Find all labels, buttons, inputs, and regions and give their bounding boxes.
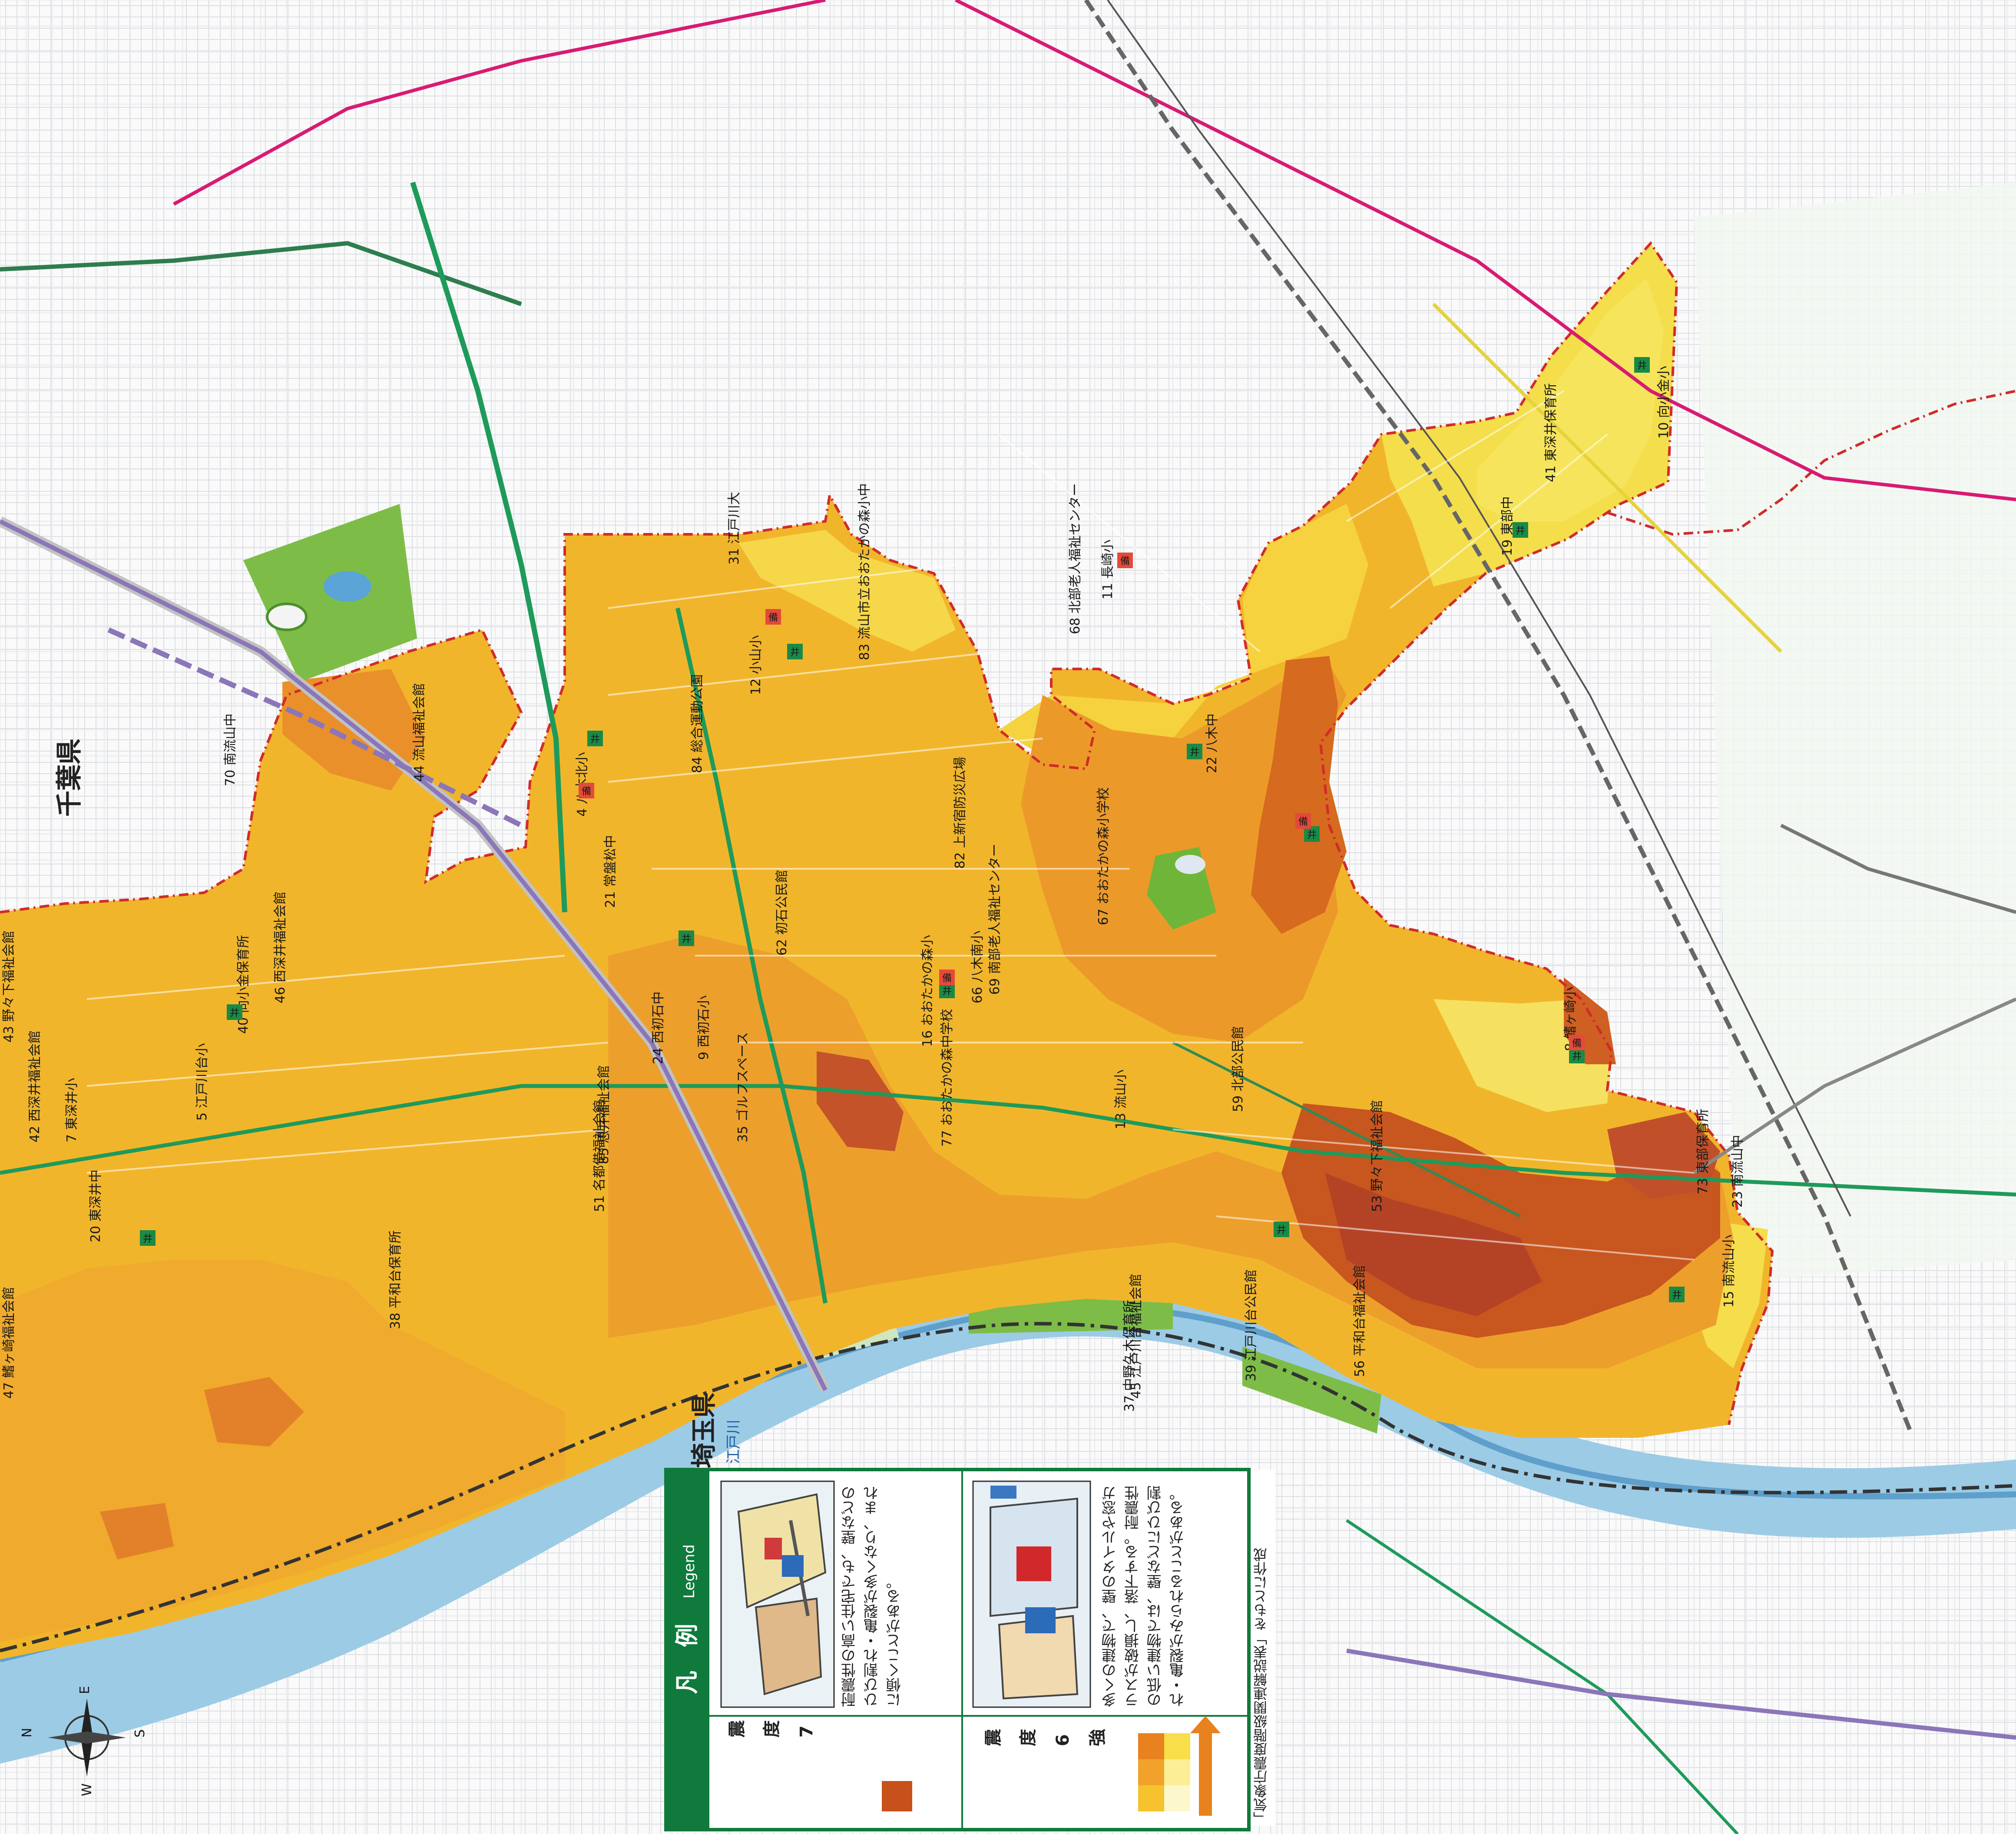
facility-label: 77 おおたかの森中学校 <box>940 1009 955 1147</box>
rural-area-east <box>1694 182 2016 1281</box>
legend-intensity7: 震 度 7 耐震性の高い住宅でも、壁などのひび割れ・亀裂が多くなり、まれに傾くこ… <box>720 1480 912 1811</box>
intensity6-description: 多くの建物で、壁のタイルや窓ガラスが破損し、落下する。耐震性の低い建物では、壁な… <box>1102 1486 1187 1707</box>
svg-text:井: 井 <box>1572 1051 1582 1062</box>
facility-label: 39 江戸川台公民館 <box>1244 1269 1259 1381</box>
facility-label: 10 向小金小 <box>1656 366 1672 439</box>
intensity6-swatches <box>1138 1733 1190 1811</box>
river-label: 江戸川 <box>725 1420 742 1464</box>
street-grid <box>86 390 1695 1261</box>
svg-text:備: 備 <box>942 973 952 984</box>
svg-text:井: 井 <box>790 647 800 658</box>
svg-text:井: 井 <box>143 1234 152 1245</box>
compass-n: N <box>20 1728 35 1738</box>
legend-panel: 凡 例 Legend 震 度 7 耐震性の高い住宅でも、壁などのひび割れ・亀裂が… <box>664 1468 1251 1831</box>
svg-text:井: 井 <box>1307 830 1317 841</box>
facility-label: 24 西初石中 <box>651 991 666 1064</box>
intensity7-description: 耐震性の高い住宅でも、壁などのひび割れ・亀裂が多くなり、まれに傾くことがある。 <box>841 1486 904 1707</box>
facility-label: 62 初石公民館 <box>775 870 790 956</box>
facility-label: 35 ゴルフスペース <box>735 1032 751 1142</box>
facility-label: 7 東深井小 <box>64 1078 79 1142</box>
svg-text:備: 備 <box>1572 1038 1582 1049</box>
compass-w: W <box>79 1783 95 1796</box>
facility-label: 45 江戸川台福祉会館 <box>1129 1274 1144 1399</box>
facility-label: 42 西深井福祉会館 <box>27 1030 43 1142</box>
svg-text:井: 井 <box>1672 1290 1682 1301</box>
intensity6-char-1: 震 <box>983 1729 1003 1746</box>
intensity7-char-2: 度 <box>762 1720 782 1738</box>
facility-label: 15 南流山小 <box>1721 1235 1737 1308</box>
svg-text:備: 備 <box>582 786 591 797</box>
facility-label: 38 平和台保育所 <box>388 1230 403 1329</box>
facility-label: 53 野々下福祉会館 <box>1370 1100 1385 1212</box>
facility-label: 41 東深井保育所 <box>1543 383 1559 482</box>
compass-rose: N S E W <box>20 1686 148 1796</box>
facility-label: 9 西初石小 <box>696 995 712 1060</box>
svg-text:井: 井 <box>1637 361 1647 371</box>
svg-text:備: 備 <box>1120 556 1130 567</box>
facility-label: 51 名都借福祉会館 <box>592 1100 607 1212</box>
facility-markers: 井 井 井 井 井 井 井 井 井 井 井 井 井 備 備 備 備 備 備 <box>140 357 1685 1302</box>
svg-text:井: 井 <box>682 934 691 945</box>
prefecture-label-saitama: 埼玉県 <box>689 1393 718 1468</box>
intensity7-swatch <box>882 1781 912 1811</box>
svg-text:井: 井 <box>1516 526 1525 536</box>
svg-text:井: 井 <box>230 1008 239 1019</box>
legend-title-en: Legend <box>681 1544 698 1599</box>
prefecture-label-chiba: 千葉県 <box>54 738 85 817</box>
intensity7-char-3: 7 <box>797 1725 817 1738</box>
intensity6-char-3: 6 <box>1053 1734 1073 1746</box>
facility-label: 5 江戸川台小 <box>195 1043 210 1121</box>
facility-label: 23 南流山中 <box>1730 1135 1745 1208</box>
facility-label: 13 流山小 <box>1113 1069 1129 1129</box>
facility-label: 44 流山福祉会館 <box>412 683 427 782</box>
facility-label: 31 江戸川大 <box>727 492 742 565</box>
legend-title-bar <box>666 1470 709 1830</box>
facility-label: 85 思井福祉会館 <box>596 1065 612 1164</box>
facility-label: 47 鰭ヶ崎福祉会館 <box>1 1287 17 1399</box>
facility-label: 46 西深井福祉会館 <box>273 891 288 1003</box>
facility-label: 22 八木中 <box>1205 713 1220 773</box>
legend-intensity6strong: 震 度 6 強 多くの建物で、壁のタイルや窓ガラスが破損し、落下する。耐震性の低… <box>972 1480 1221 1816</box>
facility-label: 83 流山市立おおたかの森小中 <box>857 483 872 660</box>
facility-label: 82 上新宿防災広場 <box>953 757 968 869</box>
facility-label: 21 常盤松中 <box>603 835 618 908</box>
facility-label: 59 北部公民館 <box>1231 1026 1246 1112</box>
compass-e: E <box>77 1686 93 1694</box>
facility-label: 67 おおたかの森小学校 <box>1096 787 1111 925</box>
facility-label: 68 北部老人福祉センター <box>1068 483 1083 634</box>
svg-text:井: 井 <box>1190 747 1199 758</box>
facility-label: 20 東深井中 <box>88 1169 103 1242</box>
facility-label: 69 南部老人福祉センター <box>987 844 1003 995</box>
intensity-arrow-icon <box>1190 1716 1221 1816</box>
intensity6-char-4: 強 <box>1088 1729 1108 1746</box>
facility-label: 16 おおたかの森小 <box>920 935 935 1047</box>
svg-text:備: 備 <box>1298 817 1308 828</box>
facility-label: 84 総合運動公園 <box>690 674 705 773</box>
facility-label: 43 野々下福祉会館 <box>1 930 17 1043</box>
facility-label: 66 八木南小 <box>970 930 985 1003</box>
intensity6-char-2: 度 <box>1018 1729 1038 1746</box>
compass-s: S <box>132 1729 148 1738</box>
legend-title: 凡 例 <box>673 1624 701 1694</box>
facility-label: 11 長崎小 <box>1100 540 1116 599</box>
seismic-intensity-area <box>0 243 1772 1659</box>
facility-label: 73 東部保育所 <box>1695 1109 1711 1195</box>
svg-text:井: 井 <box>590 734 600 745</box>
intensity7-char-1: 震 <box>727 1720 747 1738</box>
riverbank-park-2 <box>1242 1347 1381 1433</box>
facility-label: 56 平和台福祉会館 <box>1352 1265 1367 1377</box>
svg-text:井: 井 <box>942 986 952 997</box>
facility-label: 12 小山小 <box>748 635 764 695</box>
svg-text:備: 備 <box>768 612 778 623</box>
source-note: 「気象庁震度階級関連解説表」をもとに作成 <box>1251 1470 1275 1826</box>
facility-label: 37 中野久木保育所 <box>1122 1300 1137 1412</box>
city-boundary <box>0 241 1774 1425</box>
svg-text:井: 井 <box>1277 1225 1286 1236</box>
facility-labels: 4 八木北小 5 江戸川台小 7 東深井小 8 鰭ヶ崎小 9 西初石小 10 向… <box>1 366 1745 1412</box>
facility-label: 70 南流山中 <box>223 713 238 786</box>
